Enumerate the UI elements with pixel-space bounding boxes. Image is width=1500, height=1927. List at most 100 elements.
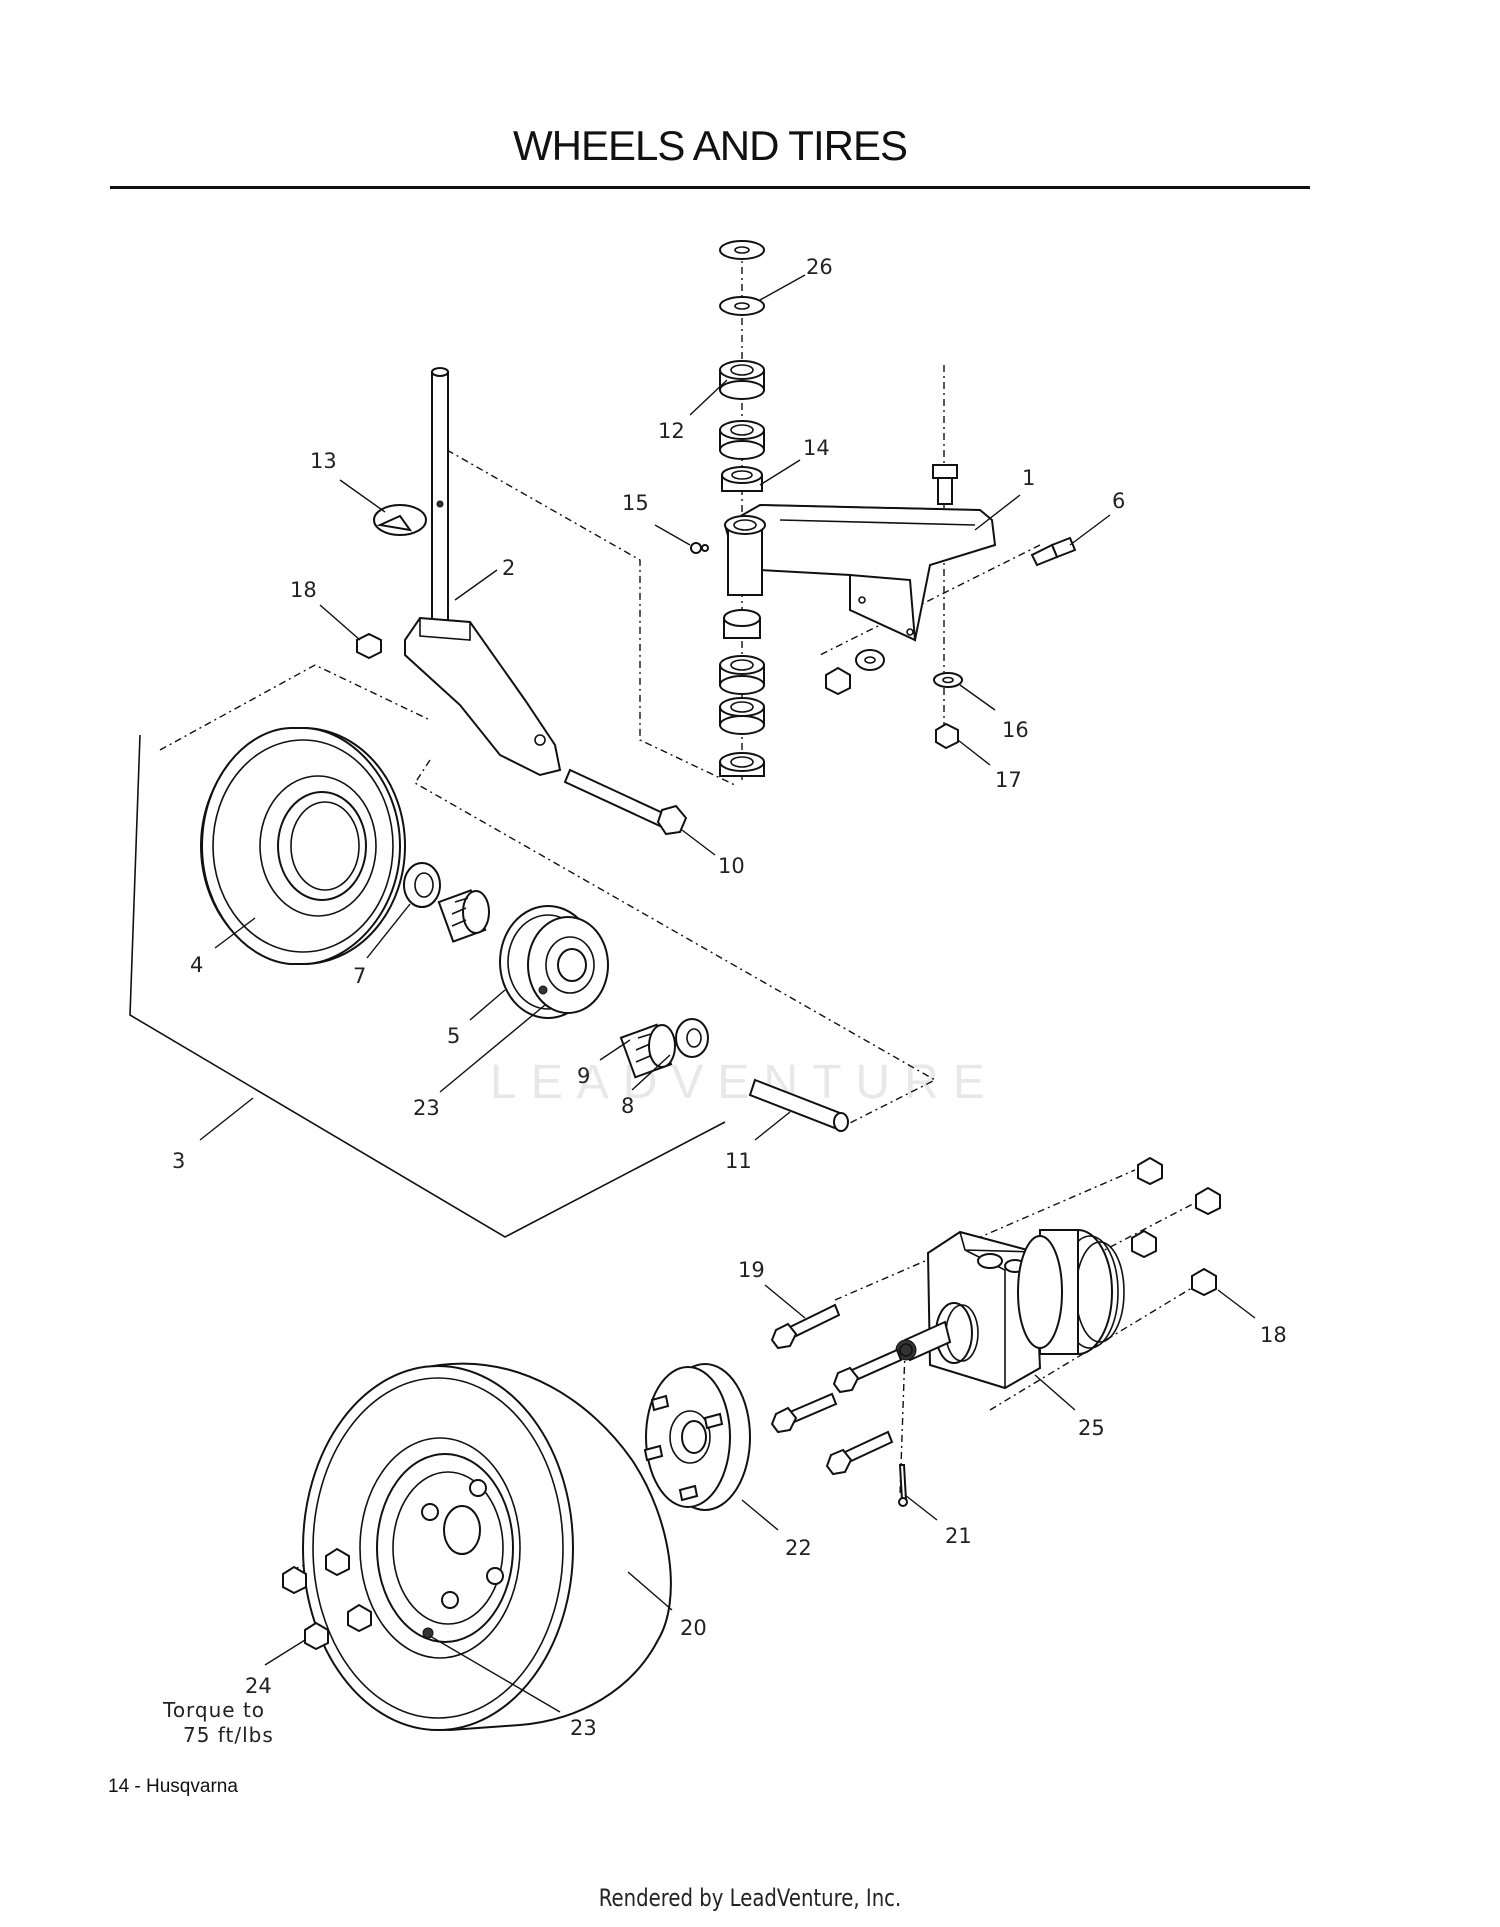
motor-bolt-line-3 <box>989 1279 1206 1411</box>
leader-10 <box>681 829 716 856</box>
callout-18-caster: 18 <box>290 578 317 602</box>
callout-14: 14 <box>803 436 830 460</box>
bolt-6 <box>1030 536 1077 567</box>
leader-25 <box>1034 1374 1076 1411</box>
callout-5: 5 <box>447 1024 460 1048</box>
callout-22: 22 <box>785 1536 812 1560</box>
lug-nut-4 <box>304 1621 329 1651</box>
leader-7 <box>366 903 411 959</box>
motor-shaft <box>895 1320 952 1362</box>
bushing-14 <box>721 466 763 492</box>
bearing-lower-b <box>719 697 765 735</box>
callout-8: 8 <box>621 1094 634 1118</box>
caster-rim-5 <box>499 905 609 1019</box>
callout-24: 24 <box>245 1674 272 1698</box>
callout-15: 15 <box>622 491 649 515</box>
callout-25: 25 <box>1078 1416 1105 1440</box>
motor-bolt-line-2 <box>1094 1194 1211 1256</box>
leader-17 <box>957 739 991 766</box>
leader-26 <box>759 274 806 301</box>
rendered-by-credit: Rendered by LeadVenture, Inc. <box>598 1884 902 1912</box>
motor-nut-1 <box>1137 1156 1163 1186</box>
leader-14 <box>759 459 801 486</box>
leader-3 <box>199 1097 254 1141</box>
torque-note-line2: 75 ft/lbs <box>183 1723 274 1747</box>
bushing-lower <box>723 609 761 639</box>
grease-fitting-15 <box>690 542 709 554</box>
caster-assembly-line <box>446 449 736 786</box>
seal-7 <box>403 862 441 908</box>
leader-15 <box>654 524 691 546</box>
seal-8 <box>675 1018 709 1058</box>
callout-11: 11 <box>725 1149 752 1173</box>
callout-26: 26 <box>806 255 833 279</box>
callout-10: 10 <box>718 854 745 878</box>
callout-23-drive: 23 <box>570 1716 597 1740</box>
callout-13: 13 <box>310 449 337 473</box>
roller-bearing-9 <box>619 1023 676 1079</box>
callout-4: 4 <box>190 953 203 977</box>
callout-2: 2 <box>502 556 515 580</box>
leader-18-motor <box>1217 1289 1256 1319</box>
lug-nut-2 <box>325 1547 350 1577</box>
motor-nut-3 <box>1131 1229 1157 1259</box>
leader-23-drive <box>429 1635 561 1713</box>
leader-8 <box>631 1054 671 1091</box>
leader-2 <box>454 569 498 601</box>
motor-nut-4 <box>1191 1267 1217 1297</box>
hairpin-clip-13 <box>373 504 427 536</box>
leader-9 <box>599 1039 631 1061</box>
leader-13 <box>339 479 386 513</box>
leader-19 <box>764 1284 806 1319</box>
caster-fork <box>404 367 562 777</box>
leader-1 <box>974 494 1021 531</box>
bolt-19-a <box>770 1303 841 1350</box>
leader-6 <box>1069 514 1111 546</box>
nut-17 <box>935 722 959 750</box>
bearing-12-a <box>719 360 765 400</box>
leader-20 <box>627 1571 673 1611</box>
roller-bearing-left <box>437 889 490 943</box>
callout-21: 21 <box>945 1524 972 1548</box>
washer-16 <box>933 672 963 688</box>
callout-19: 19 <box>738 1258 765 1282</box>
page-number-label: 14 - Husqvarna <box>108 1776 238 1797</box>
spacer-lower <box>719 752 765 777</box>
washer-26 <box>719 296 765 316</box>
wheel-assembly-outline <box>159 664 937 1129</box>
callout-23-caster: 23 <box>413 1096 440 1120</box>
lug-nut-1 <box>282 1565 307 1595</box>
callout-3: 3 <box>172 1149 185 1173</box>
leader-18-caster <box>319 604 361 641</box>
cotter-pin-21 <box>898 1464 908 1507</box>
drive-tire-20 <box>302 1362 672 1732</box>
leader-5 <box>469 989 506 1021</box>
fork-washer <box>855 649 885 671</box>
axle-bolt-10 <box>563 768 688 836</box>
bolt-19-b <box>832 1348 903 1394</box>
motor-nut-2 <box>1195 1186 1221 1216</box>
leadventure-watermark: LEADVENTURE <box>490 1056 999 1109</box>
lug-nut-3 <box>347 1603 372 1633</box>
fork-nut <box>825 666 851 696</box>
callout-7: 7 <box>353 964 366 988</box>
callout-6: 6 <box>1112 489 1125 513</box>
callout-20: 20 <box>680 1616 707 1640</box>
callout-16: 16 <box>1002 718 1029 742</box>
title-divider <box>110 186 1310 189</box>
bolt-19-c <box>770 1392 838 1434</box>
caster-yoke-arm <box>723 503 997 642</box>
nut-18-caster <box>356 632 382 660</box>
wheel-motor-25 <box>926 1229 1125 1390</box>
callout-12: 12 <box>658 419 685 443</box>
callout-1: 1 <box>1022 466 1035 490</box>
leader-21 <box>904 1494 938 1521</box>
bearing-12-b <box>719 420 765 460</box>
motor-bolt-line-1 <box>834 1169 1136 1301</box>
caster-tire-4 <box>200 727 406 965</box>
wheel-assembly-bracket <box>129 734 726 1238</box>
washer-26-top <box>719 240 765 260</box>
leader-4 <box>214 917 256 949</box>
leader-22 <box>741 1499 779 1531</box>
